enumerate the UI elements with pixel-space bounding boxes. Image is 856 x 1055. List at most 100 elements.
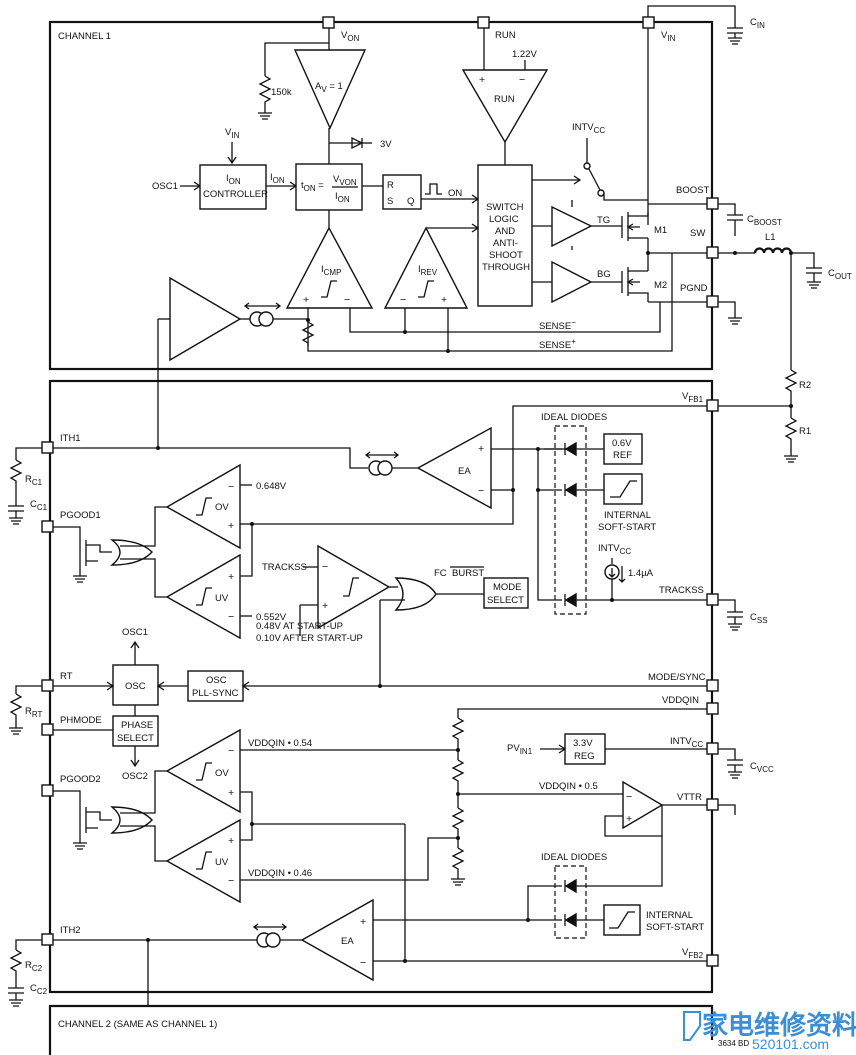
svg-text:+: +: [322, 600, 328, 612]
von-label: VON: [341, 30, 360, 43]
svg-text:+: +: [360, 916, 366, 928]
diode-icon: [564, 878, 577, 894]
ground-icon: [784, 452, 798, 463]
nmos-pgood2: [79, 807, 112, 833]
svg-text:−: −: [519, 74, 525, 86]
svg-text:EA: EA: [458, 466, 471, 477]
vddqin-pin: [706, 702, 719, 715]
ground-icon: [451, 874, 465, 886]
sense-plus-label: SENSE+: [539, 337, 576, 351]
capacitor-cboost: [727, 214, 743, 236]
svg-text:REG: REG: [574, 751, 595, 762]
pvin1-label: PVIN1: [507, 743, 533, 756]
svg-text:−: −: [360, 957, 366, 969]
svg-text:INTERNAL: INTERNAL: [604, 510, 651, 521]
mode-sync-label: MODE/SYNC: [648, 672, 706, 683]
svg-text:CVCC: CVCC: [750, 761, 774, 774]
run-comparator: [461, 69, 549, 144]
pgnd-pin: [706, 295, 719, 308]
v3-label: 3V: [380, 139, 392, 150]
svg-text:R2: R2: [799, 380, 811, 391]
resistor-rc2: [9, 949, 23, 978]
pgood2-label: PGOOD2: [60, 774, 101, 785]
svg-text:−: −: [228, 875, 234, 887]
vin-label: VIN: [661, 30, 676, 43]
von-pin: [322, 16, 335, 29]
svg-text:+: +: [228, 571, 234, 583]
reg-3v3-block: [564, 733, 606, 765]
bg-driver: [551, 260, 593, 304]
l1-label: L1: [765, 232, 776, 243]
svg-text:−: −: [228, 611, 234, 623]
svg-text:REF: REF: [613, 450, 632, 461]
capacitor-cc1: [8, 494, 24, 518]
buffer-av1: [293, 49, 367, 130]
mosfet-m1: [621, 212, 649, 241]
svg-text:RC2: RC2: [25, 960, 43, 973]
sense-minus-label: SENSE−: [539, 318, 576, 332]
watermark-logo-icon: [683, 1011, 701, 1041]
intvcc-mid-label: INTVCC: [598, 543, 631, 556]
ton-formula: tON =: [301, 180, 324, 193]
on-label: ON: [448, 188, 462, 199]
svg-text:SWITCH: SWITCH: [486, 202, 524, 213]
svg-text:−: −: [322, 561, 328, 573]
svg-text:BG: BG: [597, 269, 611, 280]
svg-text:3.3V: 3.3V: [573, 738, 593, 749]
capacitor-cin: [727, 27, 743, 38]
intvcc-pin: [706, 742, 719, 755]
osc2-label: OSC2: [122, 771, 148, 782]
svg-text:+: +: [303, 294, 309, 306]
fc-label: FC: [434, 568, 447, 579]
ref-0v6-block: [603, 433, 643, 465]
vttr-label: VTTR: [677, 792, 702, 803]
channel2-frame: [48, 1004, 714, 1055]
rt-label: RT: [60, 671, 73, 682]
resistor-rc1: [9, 459, 23, 494]
ground-icon: [9, 517, 23, 525]
av-label: AV = 1: [315, 81, 343, 94]
ion-ctrl-label-2: CONTROLLER: [203, 189, 268, 200]
ith1-pin: [41, 441, 54, 454]
osc1-out-label: OSC1: [122, 627, 148, 638]
svg-text:SOFT-START: SOFT-START: [598, 522, 656, 533]
ground-icon: [258, 110, 272, 120]
diode-icon: [564, 482, 577, 498]
tg-driver: [551, 205, 593, 248]
trackss-label: TRACKSS: [659, 585, 704, 596]
resistor-div1: [451, 717, 465, 745]
svg-text:−: −: [626, 791, 632, 803]
softstart-2-block: [603, 904, 641, 936]
svg-text:MODE: MODE: [493, 582, 522, 593]
svg-text:+: +: [228, 835, 234, 847]
ground-icon: [9, 724, 23, 735]
svg-text:OSC: OSC: [125, 681, 146, 692]
mosfet-m2: [621, 267, 649, 302]
vfb2-pin: [706, 954, 719, 967]
part-number: 3634 BD: [718, 1039, 749, 1048]
svg-text:CC2: CC2: [30, 983, 48, 996]
vin2-label: VIN: [225, 127, 240, 140]
ground-icon: [728, 771, 742, 779]
svg-text:IREV: IREV: [418, 264, 438, 277]
mode-select-block: [483, 577, 529, 609]
svg-text:M1: M1: [654, 225, 667, 236]
svg-text:M2: M2: [654, 280, 667, 291]
svg-text:LOGIC: LOGIC: [489, 214, 519, 225]
startup2-label: 0.10V AFTER START-UP: [256, 633, 363, 644]
svg-text:UV: UV: [215, 593, 229, 604]
or-gate-2: [394, 577, 437, 611]
ith1-label: ITH1: [60, 433, 81, 444]
svg-text:+: +: [626, 813, 632, 825]
svg-text:ION: ION: [335, 191, 350, 204]
intvcc-top-label: INTVCC: [572, 122, 605, 135]
watermark-text: 家电维修资料网: [702, 1010, 856, 1040]
ion-controller-block: [199, 164, 267, 210]
svg-text:VVON: VVON: [333, 174, 357, 187]
or-gate-3: [110, 806, 153, 834]
run-pin-label: RUN: [495, 30, 516, 41]
vfb2-label: VFB2: [682, 947, 704, 960]
intvcc-pin-label: INTVCC: [670, 736, 703, 749]
resistor-div2: [451, 759, 465, 790]
svg-text:−: −: [228, 481, 234, 493]
